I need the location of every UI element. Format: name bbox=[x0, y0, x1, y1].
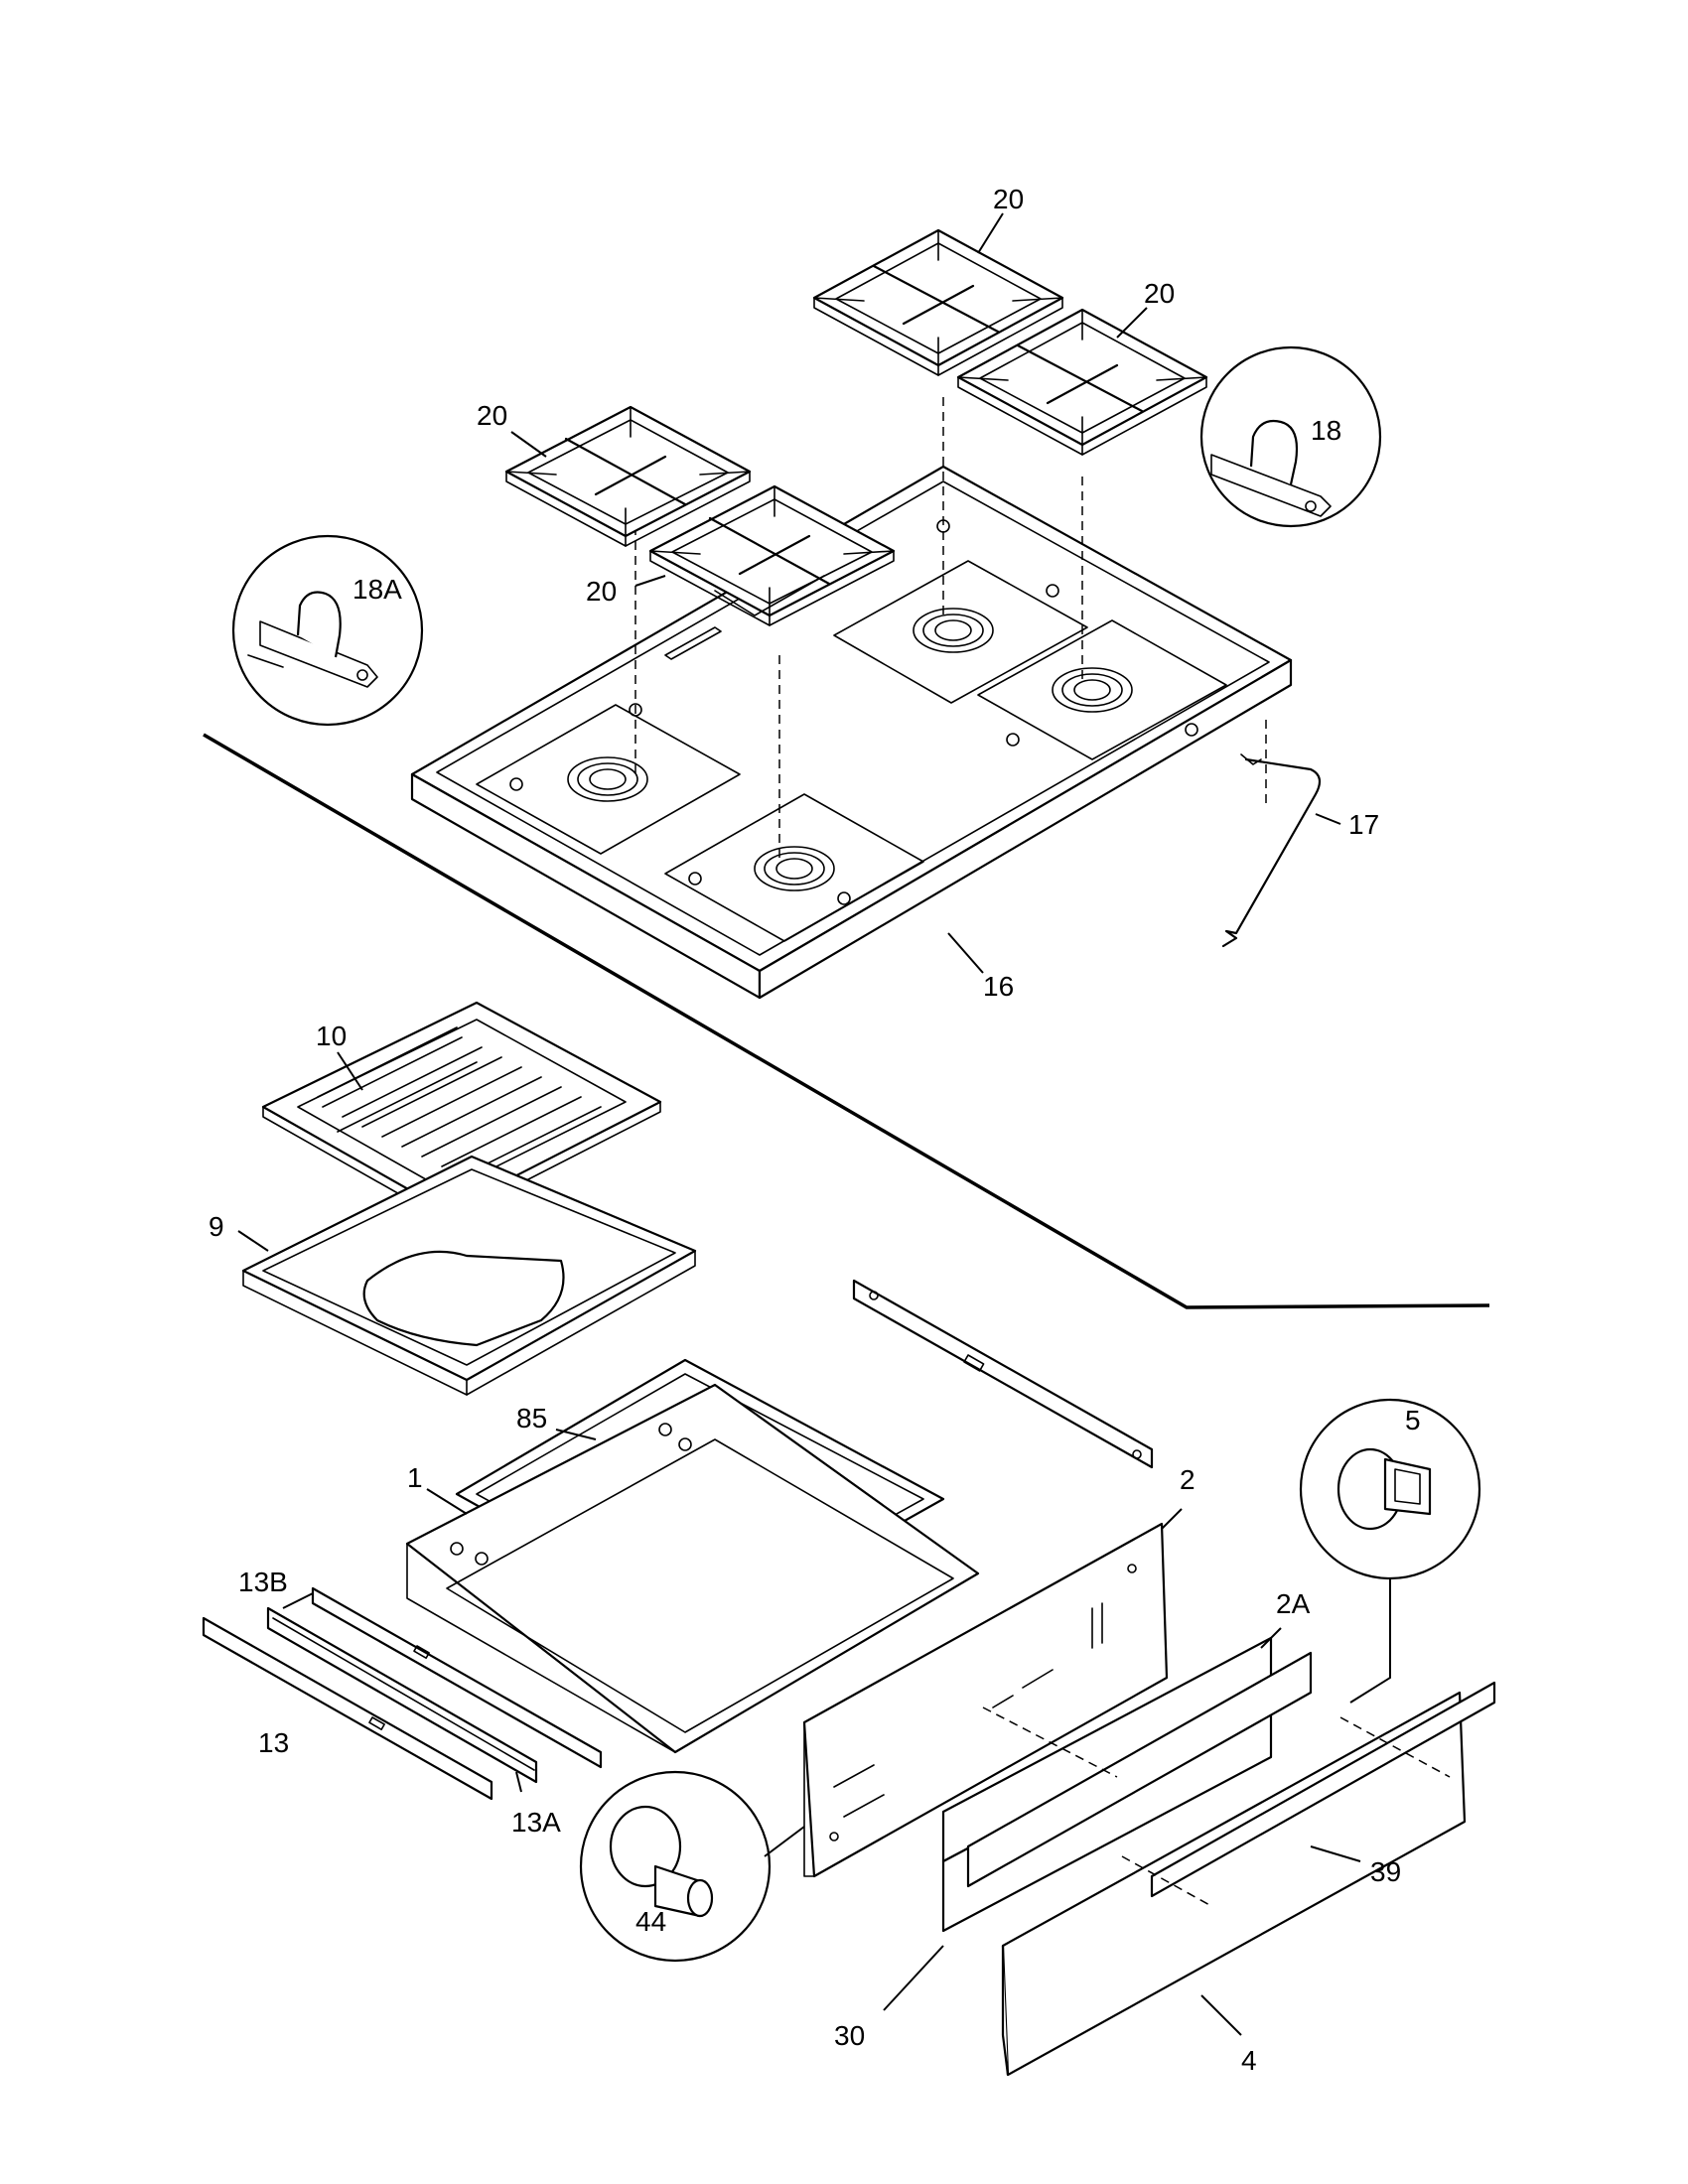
separator-line bbox=[203, 733, 1490, 1309]
grate-rear-right bbox=[956, 308, 1208, 456]
label-clip-18a: 18A bbox=[352, 574, 402, 605]
label-knob-5: 5 bbox=[1405, 1405, 1421, 1435]
label-grate-left: 20 bbox=[477, 400, 507, 431]
label-handle-39: 39 bbox=[1370, 1856, 1401, 1887]
slide-13 bbox=[202, 1616, 493, 1801]
label-wire-17: 17 bbox=[1348, 809, 1379, 840]
label-broiler-grid-10: 10 bbox=[316, 1021, 347, 1051]
glide-knob-detail bbox=[1299, 1398, 1481, 1580]
label-side-panel-2: 2 bbox=[1180, 1464, 1196, 1495]
side-panel bbox=[802, 1522, 1169, 1878]
label-grate-top-rear: 20 bbox=[993, 184, 1024, 214]
label-grate-left-front: 20 bbox=[586, 576, 617, 607]
label-leg-44: 44 bbox=[635, 1906, 666, 1937]
clip-18-detail bbox=[1199, 345, 1382, 528]
label-broiler-pan-9: 9 bbox=[209, 1211, 224, 1242]
label-panel-2a: 2A bbox=[1276, 1588, 1311, 1619]
slide-13b bbox=[311, 1586, 603, 1769]
clip-18a-detail bbox=[231, 534, 424, 727]
top-rail bbox=[852, 1279, 1154, 1469]
grate-front-left bbox=[504, 405, 752, 547]
cooktop bbox=[410, 465, 1293, 1000]
oven-bottom bbox=[405, 1383, 980, 1754]
label-insulation-30: 30 bbox=[834, 2020, 865, 2051]
label-oven-bottom-1: 1 bbox=[407, 1462, 423, 1493]
grate-front-right bbox=[648, 484, 896, 626]
label-grate-top-right: 20 bbox=[1144, 278, 1175, 309]
grate-rear-left bbox=[812, 228, 1064, 376]
broiler-pan bbox=[241, 1155, 697, 1396]
label-clip-18: 18 bbox=[1311, 415, 1341, 446]
label-slide-13: 13 bbox=[258, 1727, 289, 1758]
label-slide-13a: 13A bbox=[511, 1807, 561, 1838]
label-rack-85: 85 bbox=[516, 1403, 547, 1433]
wire-17 bbox=[1221, 753, 1322, 948]
slide-13a bbox=[266, 1606, 538, 1784]
leg-detail bbox=[579, 1770, 772, 1963]
label-drawer-front-4: 4 bbox=[1241, 2045, 1257, 2076]
leader-lines bbox=[237, 212, 1361, 2036]
label-slide-13b: 13B bbox=[238, 1567, 288, 1597]
label-cooktop-16: 16 bbox=[983, 971, 1014, 1002]
broiler-grid bbox=[261, 1001, 662, 1222]
panel-2a bbox=[941, 1636, 1313, 1933]
drawer-front bbox=[1001, 1681, 1496, 2077]
